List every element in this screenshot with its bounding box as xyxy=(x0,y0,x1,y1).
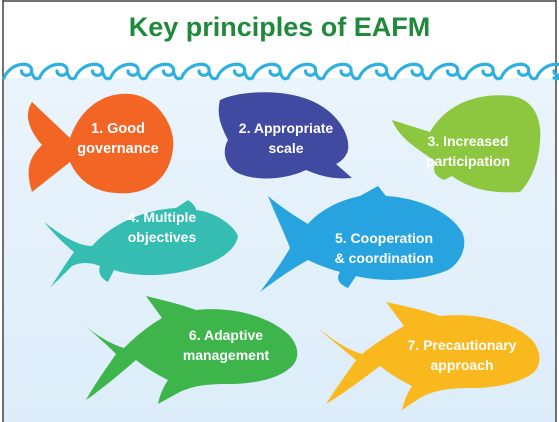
principle-label-line2: participation xyxy=(426,153,510,169)
page-title: Key principles of EAFM xyxy=(128,12,431,42)
principle-label-line1: 1. Good xyxy=(91,121,145,137)
principle-fish-adaptive: 6. Adaptive management xyxy=(78,296,298,404)
principle-fish-governance: 1. Good governance xyxy=(27,93,174,194)
principle-label-line2: & coordination xyxy=(335,250,434,266)
principle-label-line2: governance xyxy=(77,141,158,157)
principle-label-line1: 2. Appropriate xyxy=(239,120,334,136)
principle-label-line2: objectives xyxy=(128,229,197,245)
wave-line xyxy=(2,62,559,81)
principle-fish-cooperation: 5. Cooperation & coordination xyxy=(260,186,465,292)
principle-label-line2: approach xyxy=(430,357,493,373)
principle-fish-scale: 2. Appropriate scale xyxy=(218,92,352,179)
principle-label-line1: 7. Precautionary xyxy=(408,337,517,353)
principle-fish-participation: 3. Increased participation xyxy=(392,95,541,193)
principle-fish-precautionary: 7. Precautionary approach xyxy=(316,302,540,410)
principle-label-line1: 4. Multiple xyxy=(128,209,197,225)
principle-label-line2: management xyxy=(183,347,270,363)
principle-label-line1: 3. Increased xyxy=(428,133,509,149)
principle-fish-objectives: 4. Multiple objectives xyxy=(44,200,238,288)
principle-label-line1: 6. Adaptive xyxy=(189,327,263,343)
principle-label-line1: 5. Cooperation xyxy=(335,230,433,246)
principle-label-line2: scale xyxy=(268,140,303,156)
